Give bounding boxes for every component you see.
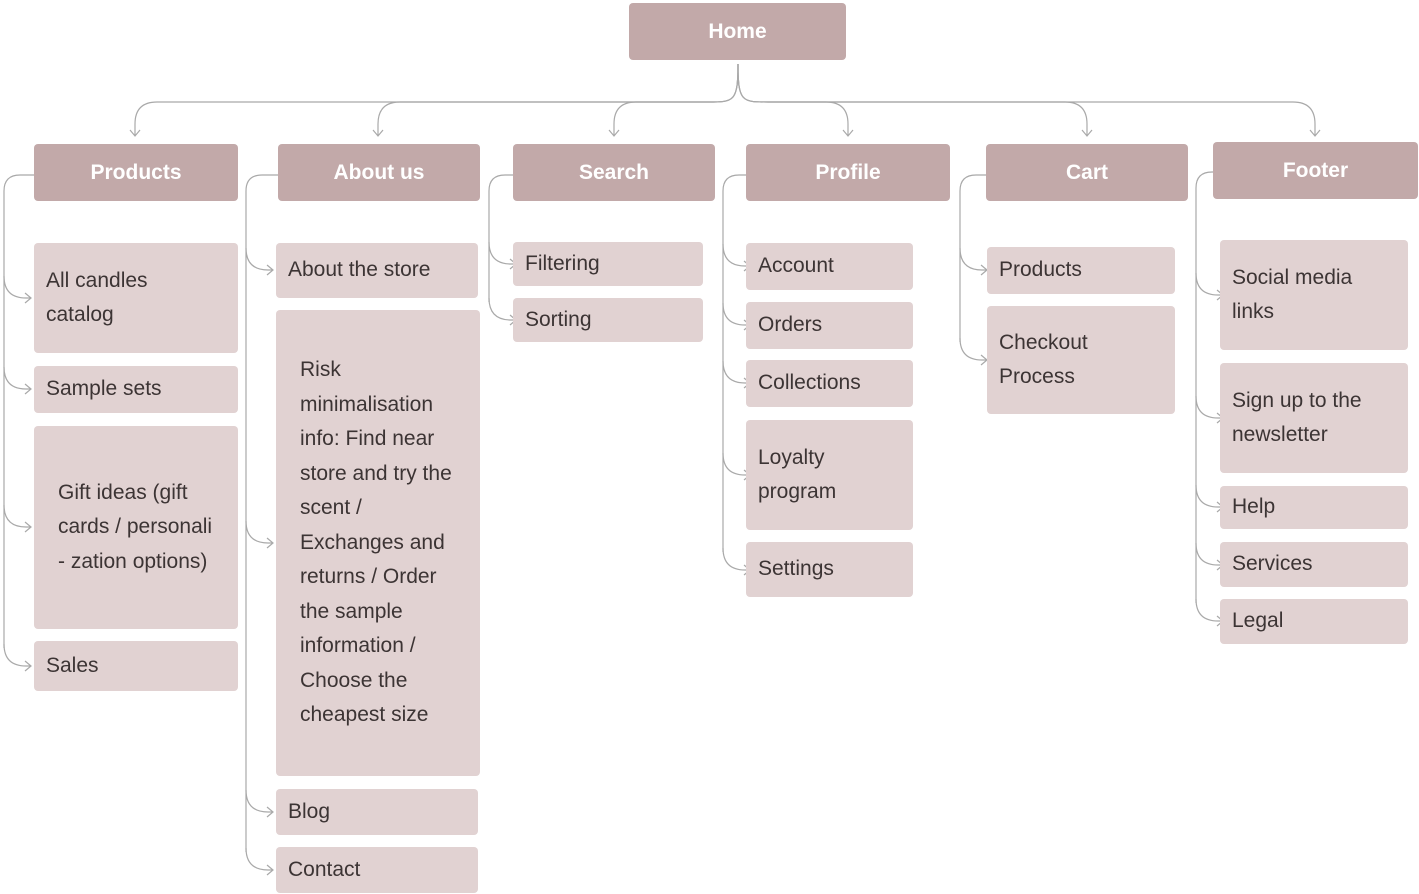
branch-arrowhead: [372, 129, 384, 137]
branch-arrowhead: [608, 129, 620, 137]
branch-connector: [737, 63, 849, 135]
item-connector: [959, 247, 986, 271]
item-connector: [3, 366, 30, 390]
item-connector: [3, 643, 30, 667]
branch-connector: [134, 63, 739, 135]
item-connector: [1195, 395, 1222, 419]
footer-label: Footer: [1282, 158, 1349, 182]
column-spine: [488, 174, 513, 302]
footer-item[interactable]: Services: [1220, 542, 1408, 587]
footer-node[interactable]: Footer: [1213, 142, 1418, 199]
products-item[interactable]: Sample sets: [34, 366, 238, 413]
about-us-item[interactable]: About the store: [276, 243, 478, 298]
item-connector: [245, 847, 272, 871]
search-label: Search: [578, 160, 650, 184]
footer-item[interactable]: Sign up to the newsletter: [1220, 363, 1408, 473]
branch-connector: [737, 63, 1088, 135]
cart-item[interactable]: Checkout Process: [987, 306, 1175, 414]
profile-item[interactable]: Settings: [746, 542, 913, 597]
branch-arrowhead: [1309, 129, 1321, 137]
branch-connector: [377, 63, 739, 135]
profile-item[interactable]: Collections: [746, 360, 913, 407]
column-spine: [959, 174, 986, 342]
item-connector: [488, 241, 515, 265]
branch-arrowhead: [842, 129, 854, 137]
about-us-item[interactable]: Risk minimalisation info: Find near stor…: [276, 310, 480, 776]
item-connector: [245, 247, 272, 271]
item-connector: [1195, 272, 1222, 296]
item-connector: [245, 520, 272, 544]
branch-arrowhead: [1081, 129, 1093, 137]
item-arrowhead: [24, 521, 32, 533]
products-item[interactable]: Sales: [34, 641, 238, 691]
column-spine: [245, 174, 278, 852]
profile-item[interactable]: Loyalty program: [746, 420, 913, 530]
footer-item[interactable]: Legal: [1220, 599, 1408, 644]
home-label: Home: [708, 19, 767, 43]
item-arrowhead: [266, 806, 274, 818]
search-item[interactable]: Filtering: [513, 242, 703, 286]
cart-label: Cart: [1065, 160, 1108, 184]
products-label: Products: [90, 160, 182, 184]
about-us-item[interactable]: Contact: [276, 847, 478, 893]
item-arrowhead: [24, 292, 32, 304]
about-us-node[interactable]: About us: [278, 144, 480, 201]
column-spine: [3, 174, 34, 648]
item-connector: [245, 789, 272, 813]
profile-item[interactable]: Account: [746, 243, 913, 290]
profile-node[interactable]: Profile: [746, 144, 950, 201]
branch-connector: [613, 63, 739, 135]
item-arrowhead: [24, 383, 32, 395]
item-connector: [3, 275, 30, 299]
item-connector: [1195, 484, 1222, 508]
item-arrowhead: [266, 864, 274, 876]
column-spine: [722, 174, 746, 552]
footer-item[interactable]: Social media links: [1220, 240, 1408, 350]
cart-item[interactable]: Products: [987, 247, 1175, 294]
item-connector: [3, 504, 30, 528]
about-us-item[interactable]: Blog: [276, 789, 478, 835]
profile-label: Profile: [815, 160, 881, 184]
item-arrowhead: [266, 264, 274, 276]
item-connector: [1195, 542, 1222, 566]
about-us-label: About us: [333, 160, 425, 184]
products-node[interactable]: Products: [34, 144, 238, 201]
item-arrowhead: [266, 537, 274, 549]
item-connector: [1195, 598, 1222, 622]
home-node[interactable]: Home: [629, 3, 846, 60]
branch-arrowhead: [129, 129, 141, 137]
search-node[interactable]: Search: [513, 144, 715, 201]
profile-item[interactable]: Orders: [746, 302, 913, 349]
search-item[interactable]: Sorting: [513, 298, 703, 342]
item-connector: [959, 337, 986, 361]
products-item[interactable]: Gift ideas (gift cards / personali - zat…: [34, 426, 238, 629]
column-spine: [1195, 171, 1213, 603]
footer-item[interactable]: Help: [1220, 486, 1408, 529]
products-item[interactable]: All candles catalog: [34, 243, 238, 353]
branch-connector: [737, 63, 1316, 135]
item-connector: [488, 297, 515, 321]
cart-node[interactable]: Cart: [986, 144, 1188, 201]
item-arrowhead: [24, 660, 32, 672]
